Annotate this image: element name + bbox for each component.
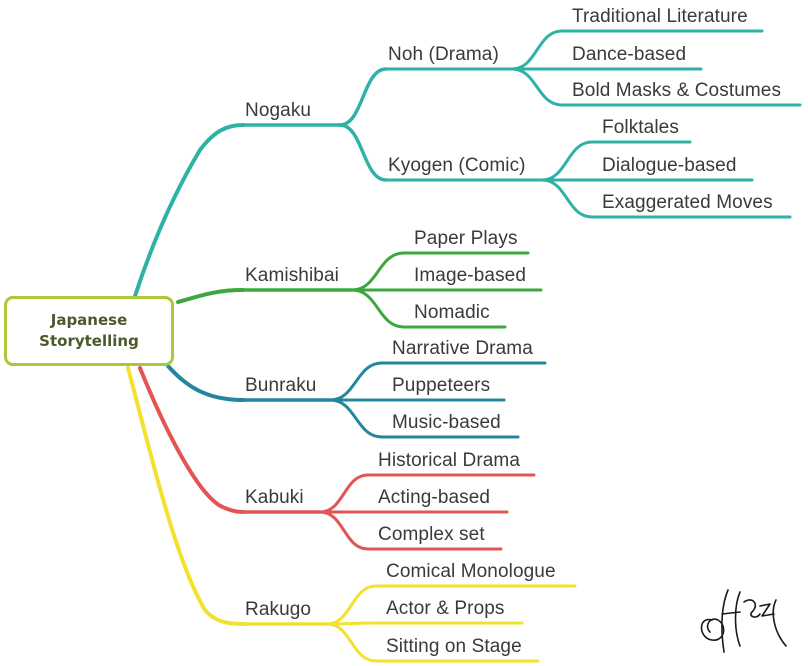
artist-signature [700, 589, 787, 653]
branch-0-group-1-connector [338, 123, 388, 182]
branch-1-leaf-1-label: Image-based [414, 265, 527, 286]
branch-0-label: Nogaku [245, 100, 312, 121]
branch-3-leaf-2-label: Complex set [378, 524, 485, 545]
branch-0-connector [133, 123, 245, 298]
root-node-title: Japanese Storytelling [39, 311, 139, 350]
branch-2-leaf-2-connector [328, 398, 384, 439]
branch-2-label: Bunraku [245, 375, 317, 396]
branch-0-group-1-leaf-2-label: Exaggerated Moves [602, 192, 773, 213]
branch-1-leaf-2-connector [350, 288, 406, 329]
branch-2-leaf-0-label: Narrative Drama [392, 338, 533, 359]
branch-1-leaf-0-label: Paper Plays [414, 228, 518, 249]
branch-4-leaf-2-label: Sitting on Stage [386, 636, 522, 657]
branch-0-group-0-leaf-1-label: Dance-based [572, 44, 687, 65]
branch-0-group-0-leaf-2-label: Bold Masks & Costumes [572, 80, 782, 101]
branch-4-leaf-0-connector [325, 584, 378, 626]
root-node: Japanese Storytelling [4, 296, 174, 366]
branch-0-group-0-leaf-0-connector [510, 29, 564, 71]
branch-0-group-0-leaf-0-label: Traditional Literature [572, 6, 748, 27]
branch-3-leaf-0-label: Historical Drama [378, 450, 521, 471]
branch-4-leaf-1-label: Actor & Props [386, 598, 505, 619]
branch-0-group-0-connector [338, 67, 388, 127]
branch-0-group-1-leaf-0-label: Folktales [602, 117, 679, 138]
branch-0-group-0-leaf-2-connector [510, 67, 564, 107]
branch-2-connector [166, 364, 245, 402]
branch-1-leaf-2-label: Nomadic [414, 302, 490, 323]
branch-2-leaf-0-connector [328, 361, 384, 402]
branch-3-leaf-1-label: Acting-based [378, 487, 491, 508]
branch-3-connector [138, 366, 245, 514]
branch-1-label: Kamishibai [245, 265, 339, 286]
branch-3-label: Kabuki [245, 487, 304, 508]
branch-4-leaf-0-label: Comical Monologue [386, 561, 556, 582]
branch-3-leaf-0-connector [318, 473, 370, 514]
branch-1-connector [176, 288, 245, 304]
branch-0-group-0-label: Noh (Drama) [388, 44, 499, 65]
branch-0-group-1-leaf-1-label: Dialogue-based [602, 155, 737, 176]
branch-0-group-1-leaf-2-connector [540, 178, 594, 219]
branch-2-leaf-1-label: Puppeteers [392, 375, 491, 396]
branch-0-group-1-leaf-0-connector [540, 140, 594, 182]
branch-2-leaf-2-label: Music-based [392, 412, 501, 433]
branch-4-connector [126, 366, 245, 626]
branch-4-label: Rakugo [245, 599, 312, 620]
branch-4-leaf-2-connector [325, 622, 378, 663]
branch-3-leaf-2-connector [318, 510, 370, 551]
branch-0-group-1-label: Kyogen (Comic) [388, 155, 526, 176]
branch-1-leaf-0-connector [350, 251, 406, 292]
